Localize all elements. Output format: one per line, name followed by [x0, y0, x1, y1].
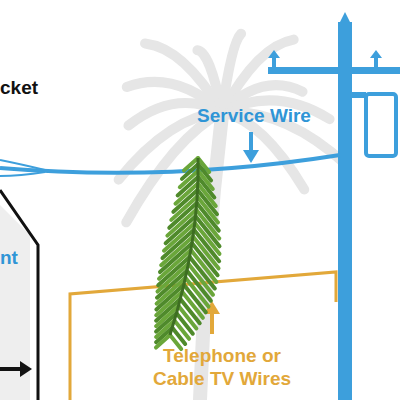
palm-frond	[156, 158, 220, 349]
frond-stem	[170, 158, 198, 335]
background-frond	[145, 43, 222, 112]
service-wire	[0, 155, 340, 173]
crossarm	[268, 67, 400, 74]
leader-arrowhead	[243, 150, 259, 163]
service-wire-strand	[0, 172, 45, 176]
house-outline	[0, 190, 38, 400]
pole-top	[340, 12, 350, 22]
wire-label: Service Wire	[197, 104, 311, 127]
pointer-arrowhead	[20, 361, 32, 377]
utility-pole	[338, 22, 352, 400]
transformer	[366, 94, 396, 156]
insulator-top	[370, 50, 382, 58]
transformer-bracket	[352, 92, 366, 98]
leader-arrow	[249, 132, 253, 152]
wire-label: Telephone or Cable TV Wires	[137, 344, 307, 390]
cut-off-label: nt	[0, 246, 18, 269]
service-wire-strand	[0, 160, 45, 170]
leader-arrow	[210, 312, 214, 334]
pointer-arrow	[0, 367, 22, 371]
background-palm	[119, 34, 345, 400]
cut-off-label: cket	[0, 76, 38, 99]
insulator-top	[268, 50, 280, 58]
background-frond	[126, 112, 222, 222]
